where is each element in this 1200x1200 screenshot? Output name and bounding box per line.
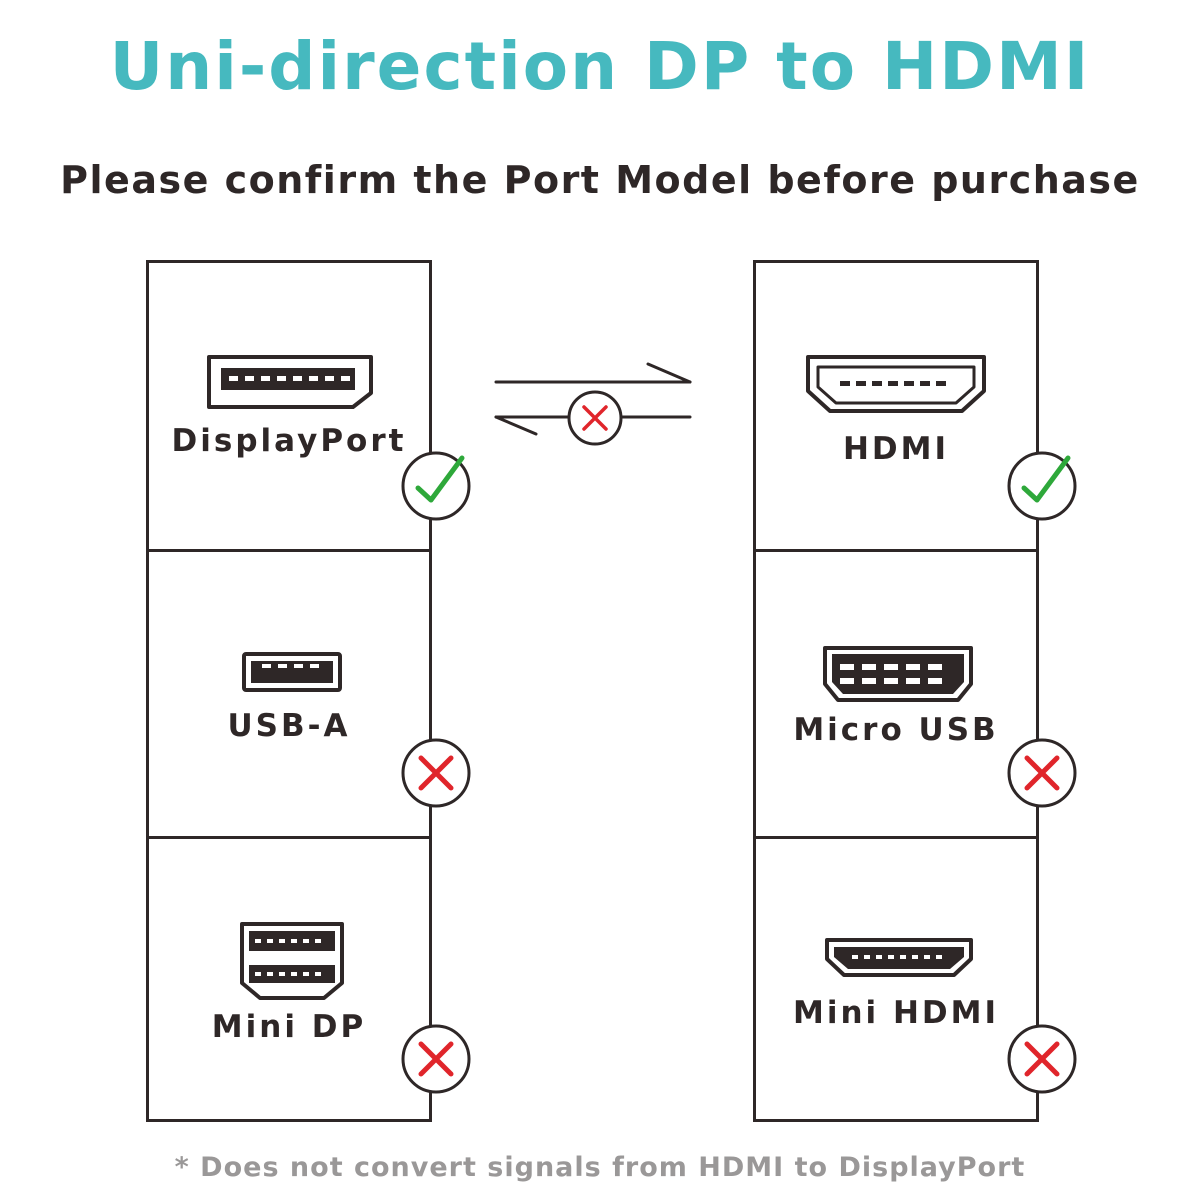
mini-hdmi-icon — [825, 938, 973, 977]
cross-icon — [1007, 738, 1077, 808]
port-label-hdmi: HDMI — [842, 431, 950, 467]
port-label-mini-hdmi: Mini HDMI — [792, 995, 1000, 1031]
direction-arrows-icon — [494, 362, 692, 446]
footnote: * Does not convert signals from HDMI to … — [174, 1152, 1026, 1183]
port-label-micro-usb: Micro USB — [793, 712, 999, 748]
port-cell-mini-dp: Mini DP — [149, 836, 429, 1125]
port-cell-displayport: DisplayPort — [149, 263, 429, 549]
port-label-usb-a: USB-A — [227, 708, 351, 744]
port-cell-micro-usb: Micro USB — [756, 549, 1036, 838]
cross-icon — [401, 738, 471, 808]
displayport-icon — [207, 355, 373, 409]
page-subtitle: Please confirm the Port Model before pur… — [60, 158, 1140, 202]
cross-icon — [401, 1024, 471, 1094]
cross-icon — [1007, 1024, 1077, 1094]
port-label-mini-dp: Mini DP — [211, 1009, 367, 1045]
port-cell-mini-hdmi: Mini HDMI — [756, 836, 1036, 1125]
micro-usb-icon — [823, 646, 973, 702]
mini-dp-icon — [240, 922, 344, 1000]
page-title: Uni-direction DP to HDMI — [109, 28, 1091, 105]
target-port-column: HDMI Micro USB — [753, 260, 1039, 1122]
port-cell-usb-a: USB-A — [149, 549, 429, 838]
source-port-column: DisplayPort USB-A Mini DP — [146, 260, 432, 1122]
port-label-displayport: DisplayPort — [171, 423, 407, 459]
hdmi-icon — [806, 355, 986, 413]
port-cell-hdmi: HDMI — [756, 263, 1036, 549]
check-icon — [1007, 451, 1077, 521]
usb-a-icon — [242, 652, 342, 692]
reverse-cross-icon — [567, 390, 623, 446]
check-icon — [401, 451, 471, 521]
